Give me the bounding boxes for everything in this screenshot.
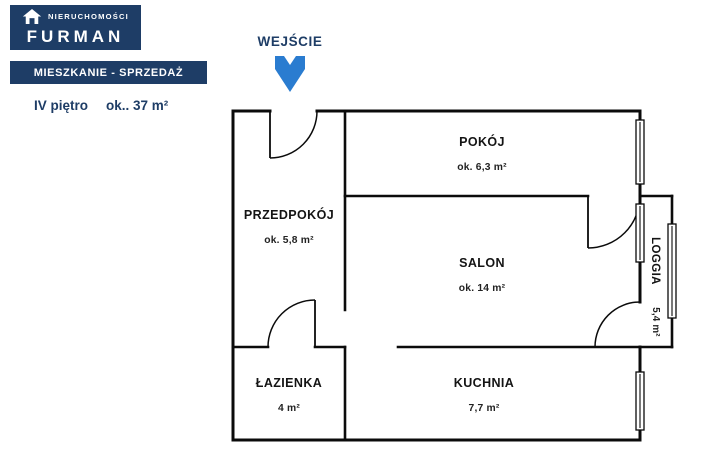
brand-logo-row: NIERUCHOMOŚCI	[22, 8, 129, 25]
salon-door	[587, 195, 641, 249]
room-name-lazienka: ŁAZIENKA	[256, 376, 322, 390]
house-icon	[22, 9, 42, 24]
listing-type-badge: MIESZKANIE - SPRZEDAŻ	[10, 61, 207, 84]
window-loggia	[667, 223, 677, 319]
brand-name-line1: NIERUCHOMOŚCI	[48, 12, 129, 21]
window-salon	[635, 203, 645, 263]
window-kuchnia	[635, 371, 645, 431]
room-area-przedpokoj: ok. 5,8 m²	[264, 235, 314, 246]
floor-level-label: IV piętro	[34, 98, 89, 113]
room-name-przedpokoj: PRZEDPOKÓJ	[244, 207, 334, 222]
brand-logo: NIERUCHOMOŚCI FURMAN	[10, 5, 141, 50]
room-area-loggia: 5,4 m²	[650, 307, 661, 337]
floor-info: IV piętro ok.. 37 m²	[34, 98, 168, 113]
apartment-size-label: ok.. 37 m²	[106, 98, 169, 113]
room-name-loggia: LOGGIA	[649, 237, 661, 285]
bathroom-door	[267, 299, 316, 348]
room-name-kuchnia: KUCHNIA	[454, 376, 514, 390]
walls	[231, 109, 674, 442]
room-area-salon: ok. 14 m²	[459, 283, 506, 294]
window-pokoj	[635, 119, 645, 185]
down-arrow-icon	[275, 56, 305, 92]
room-name-salon: SALON	[459, 256, 505, 270]
room-area-lazienka: 4 m²	[278, 403, 300, 414]
room-area-pokoj: ok. 6,3 m²	[457, 162, 507, 173]
loggia-door	[594, 301, 641, 348]
room-name-pokoj: POKÓJ	[459, 134, 505, 149]
listing-type-label: MIESZKANIE - SPRZEDAŻ	[33, 66, 184, 79]
room-area-kuchnia: 7,7 m²	[469, 403, 500, 414]
room-labels: PRZEDPOKÓJ ok. 5,8 m² POKÓJ ok. 6,3 m² S…	[244, 134, 661, 414]
brand-name-line2: FURMAN	[26, 27, 125, 46]
entrance-door	[269, 110, 318, 159]
entrance-label: WEJŚCIE	[257, 34, 323, 49]
